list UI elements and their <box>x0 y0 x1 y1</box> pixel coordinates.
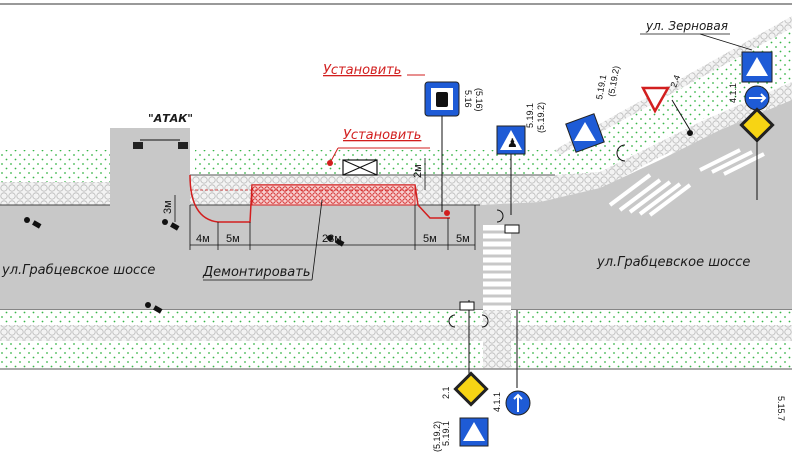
upper-lawn <box>0 30 792 182</box>
new-bus-pocket <box>189 174 450 223</box>
dim-4m: 4м <box>196 233 210 245</box>
code-411-right: 4.1.1 <box>728 83 738 103</box>
pedestrian-crossing <box>483 225 511 310</box>
demolish-label: Демонтировать <box>202 265 311 280</box>
bottom-sign-group: 2.1 5.19.1 (5.19.2) 4.1.1 5.15.7 <box>432 300 786 452</box>
street-name-left: ул.Грабцевское шоссе <box>1 263 155 278</box>
street-name-zernovaya: ул. Зерновая <box>645 19 728 33</box>
code-411-bottom: 4.1.1 <box>492 392 502 412</box>
atak-entrance: "АТАК" <box>110 112 193 150</box>
code-5192-bottom: (5.19.2) <box>432 421 442 452</box>
dim-3m: 3м <box>162 200 174 214</box>
code-5191-top: 5.19.1 <box>525 103 535 128</box>
ped-crossing-sign-zernovaya: 5.19.1 (5.19.2) <box>565 65 621 153</box>
code-21-bottom: 2.1 <box>441 386 451 399</box>
street-name-right: ул.Грабцевское шоссе <box>596 255 750 270</box>
lower-lawn <box>0 310 792 370</box>
dim-5m-a: 5м <box>226 233 240 245</box>
code-5192-top: (5.19.2) <box>536 102 546 133</box>
right-sign-group: 4.1.1 <box>728 51 775 200</box>
yield-sign-24: 2.4 <box>640 74 691 131</box>
code-5157: 5.15.7 <box>776 396 786 421</box>
code-5191-mid: 5.19.1 <box>594 74 608 100</box>
svg-text:♟: ♟ <box>507 136 518 150</box>
install-label-mid: Установить <box>343 128 421 143</box>
dim-2m: 2м <box>412 164 424 178</box>
traffic-lights <box>448 144 626 328</box>
bus-stop-sign-516: 5.16 (5.16) <box>424 81 484 216</box>
atak-label: "АТАК" <box>148 112 193 125</box>
dimension-lines <box>174 158 476 250</box>
dim-5m-b: 5м <box>423 233 437 245</box>
lamp-posts <box>24 130 693 314</box>
dim-5m-c: 5м <box>456 233 470 245</box>
code-5192-mid: (5.19.2) <box>606 65 621 97</box>
code-516: 5.16 <box>463 90 473 108</box>
code-24: 2.4 <box>668 74 682 89</box>
install-label-top: Установить <box>323 63 401 78</box>
code-5191-bottom: 5.19.1 <box>441 421 451 446</box>
bus-pavilion <box>327 147 430 176</box>
code-516-paren: (5.16) <box>474 88 484 112</box>
ped-crossing-sign-top: ♟ 5.19.1 (5.19.2) <box>496 102 546 215</box>
